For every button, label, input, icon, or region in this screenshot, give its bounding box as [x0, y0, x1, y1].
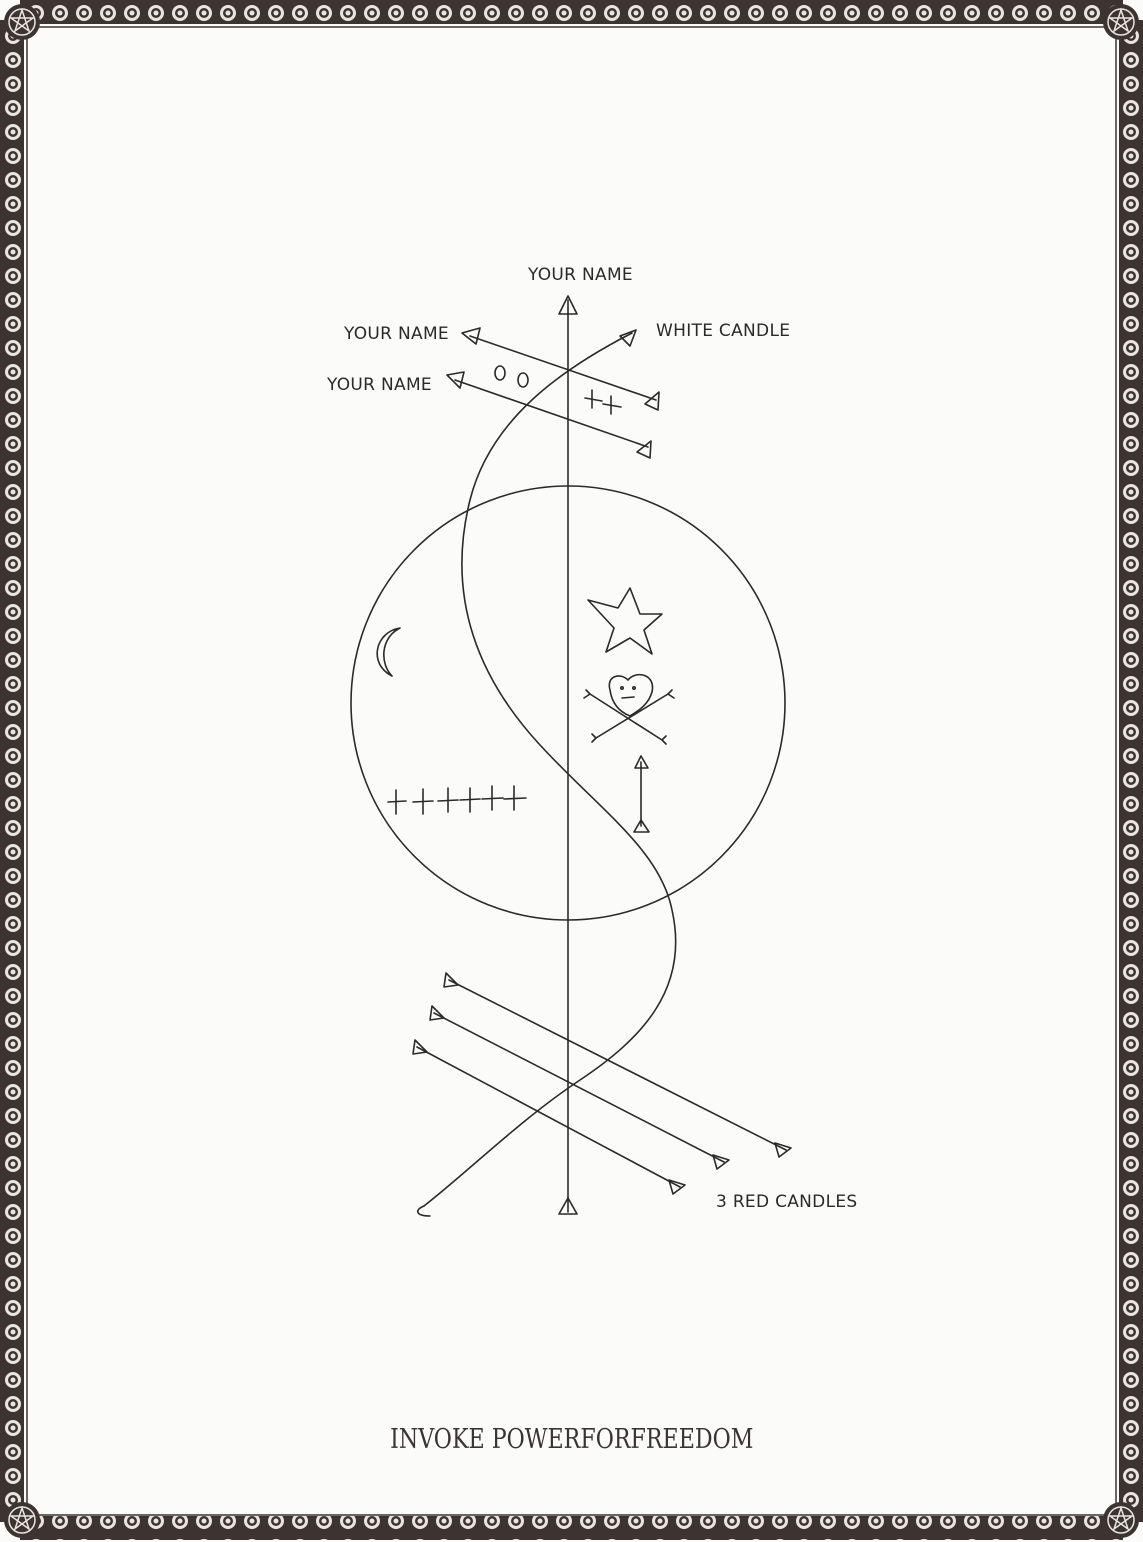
name-line-upper: [470, 336, 656, 400]
label-red-candles: 3 RED CANDLES: [716, 1192, 857, 1212]
page-title: INVOKE POWERFORFREEDOM: [103, 1424, 1040, 1455]
white-candle-arrowhead: [620, 330, 636, 346]
red-candle-line-1: [449, 980, 786, 1150]
label-top-your-name: YOUR NAME: [528, 265, 633, 285]
name-line-lower: [455, 380, 648, 447]
red-candle-line-3: [417, 1047, 680, 1187]
star-icon: [588, 588, 662, 654]
bottom-curl: [418, 1206, 430, 1216]
label-white-candle: WHITE CANDLE: [656, 321, 790, 341]
six-crosses-icon: [388, 786, 526, 814]
red-candle-line-2: [434, 1013, 724, 1162]
two-circles-icon: [495, 366, 528, 387]
label-your-name-upper: YOUR NAME: [344, 324, 449, 344]
two-crosses-icon: [585, 390, 621, 414]
label-your-name-lower: YOUR NAME: [327, 375, 432, 395]
skull-crossbones-icon: [584, 675, 674, 744]
crescent-moon-icon: [377, 628, 400, 676]
